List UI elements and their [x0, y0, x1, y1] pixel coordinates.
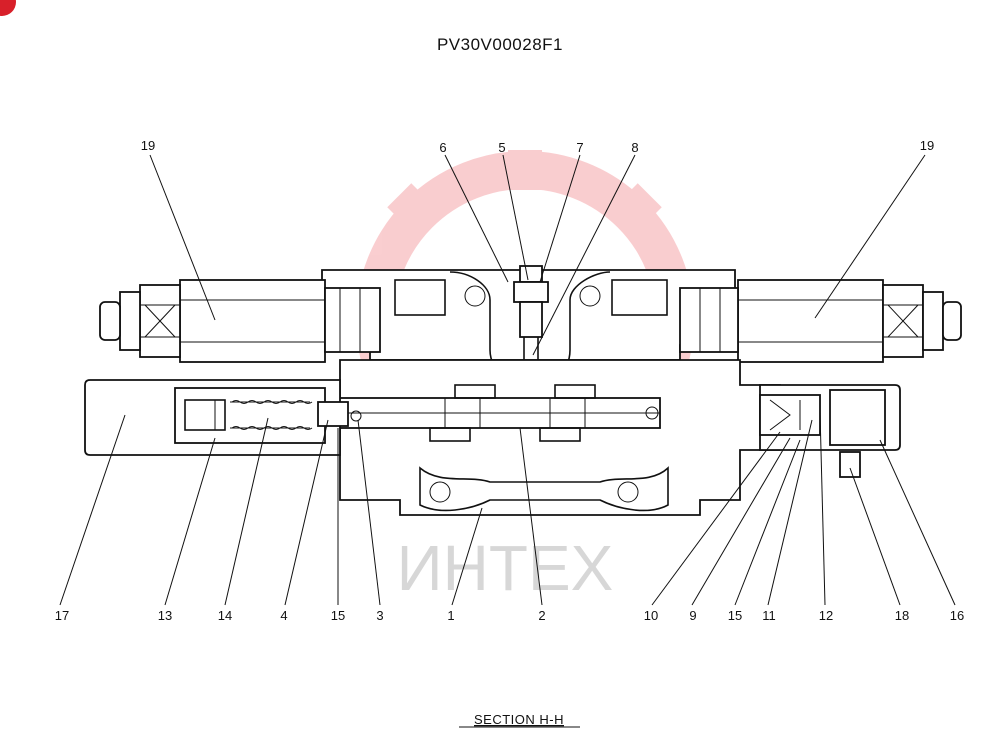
- valve-section-drawing: [84, 265, 962, 516]
- label-9: 9: [689, 608, 696, 623]
- label-15-right: 15: [728, 608, 742, 623]
- label-16: 16: [950, 608, 964, 623]
- label-12: 12: [819, 608, 833, 623]
- label-13: 13: [158, 608, 172, 623]
- label-18: 18: [895, 608, 909, 623]
- label-8: 8: [631, 140, 638, 155]
- label-6: 6: [439, 140, 446, 155]
- corner-badge: [0, 0, 16, 16]
- label-10: 10: [644, 608, 658, 623]
- watermark-text: ИНТЕХ: [397, 532, 614, 604]
- label-5: 5: [498, 140, 505, 155]
- label-7: 7: [576, 140, 583, 155]
- section-caption: SECTION H-H: [474, 712, 564, 727]
- label-15-left: 15: [331, 608, 345, 623]
- part-labels: 19 19 6 5 7 8 17 13 14 4 15 3 1 2 10 9 1…: [55, 138, 964, 623]
- label-11: 11: [762, 608, 776, 623]
- label-14: 14: [218, 608, 232, 623]
- label-19-left: 19: [141, 138, 155, 153]
- label-19-right: 19: [920, 138, 934, 153]
- label-1: 1: [447, 608, 454, 623]
- label-4: 4: [280, 608, 287, 623]
- leader-lines: [59, 154, 956, 606]
- label-2: 2: [538, 608, 545, 623]
- drawing-title: PV30V00028F1: [437, 35, 563, 54]
- label-17: 17: [55, 608, 69, 623]
- label-3: 3: [376, 608, 383, 623]
